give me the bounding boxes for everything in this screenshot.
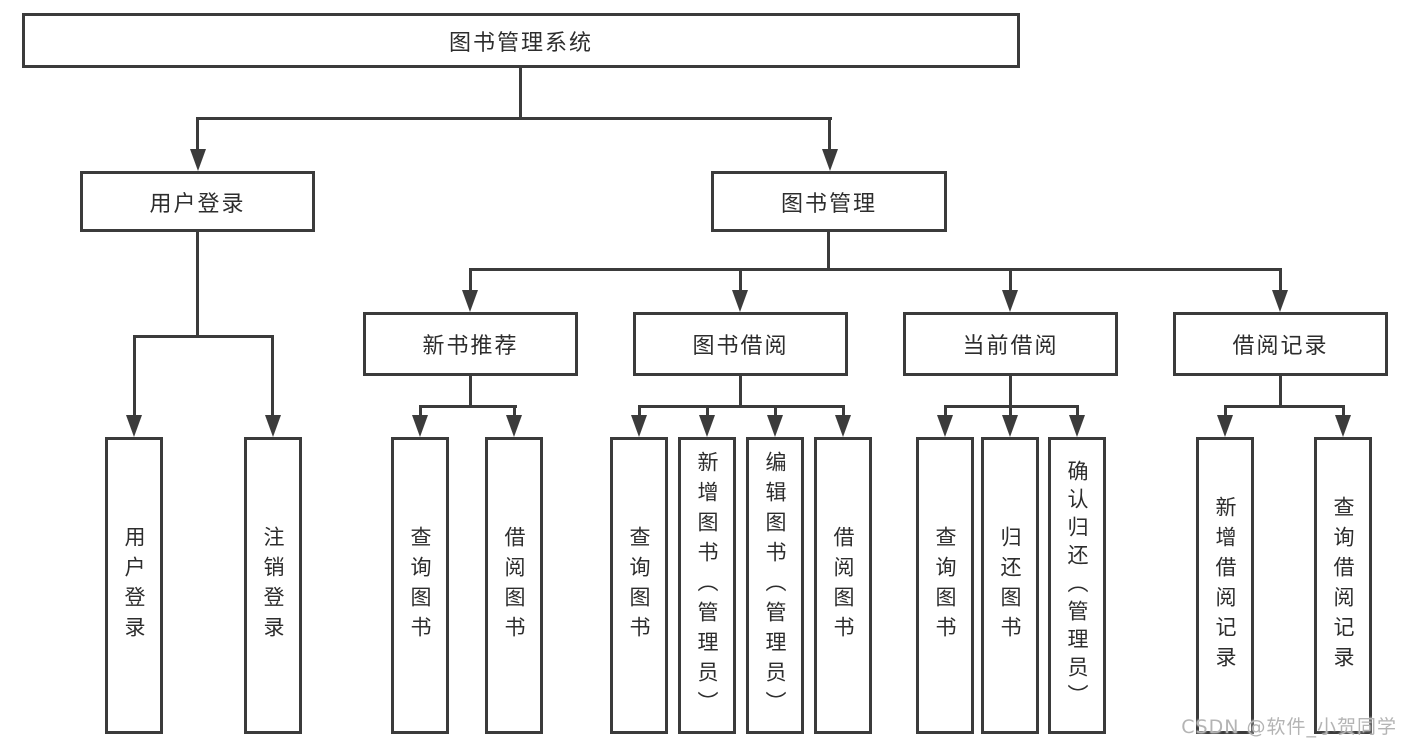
- arrow-to-login-action: [126, 415, 142, 437]
- node-return-book: 归还图书: [981, 437, 1039, 734]
- node-login-action-label: 用户登录: [122, 525, 146, 646]
- connector-root-left-drop: [196, 117, 199, 151]
- node-rec-query-books-label: 查询图书: [408, 525, 432, 646]
- node-root-system: 图书管理系统: [22, 13, 1020, 68]
- node-login-action: 用户登录: [105, 437, 163, 734]
- node-add-book-admin: 新增图书（管理员）: [678, 437, 736, 734]
- arrow-bookborrow-borrow: [835, 415, 851, 437]
- node-logout-action-label: 注销登录: [261, 525, 285, 646]
- node-query-borrow-record: 查询借阅记录: [1314, 437, 1372, 734]
- node-borrow-book-action: 借阅图书: [814, 437, 872, 734]
- node-add-book-admin-label: 新增图书（管理员）: [695, 450, 719, 721]
- node-book-borrow-label: 图书借阅: [692, 334, 789, 359]
- arrow-to-book-borrow: [732, 290, 748, 312]
- node-current-borrow: 当前借阅: [903, 312, 1118, 376]
- connector-userlogin-drop-1: [133, 335, 136, 417]
- arrow-to-borrow-record: [1272, 290, 1288, 312]
- node-borrow-record: 借阅记录: [1173, 312, 1388, 376]
- node-book-mgmt-branch-label: 图书管理: [780, 191, 877, 217]
- node-book-borrow: 图书借阅: [633, 312, 848, 376]
- node-borrow-query-books: 查询图书: [610, 437, 668, 734]
- connector-newbookrec-stem: [469, 376, 472, 408]
- connector-newbookrec-hbar: [419, 405, 517, 408]
- node-current-borrow-label: 当前借阅: [962, 334, 1059, 359]
- arrow-newbookrec-borrow: [506, 415, 522, 437]
- arrow-bookborrow-add: [699, 415, 715, 437]
- connector-bookborrow-drop-4: [842, 405, 845, 417]
- arrow-newbookrec-query: [412, 415, 428, 437]
- connector-bookborrow-drop-1: [638, 405, 641, 417]
- connector-bookborrow-stem: [739, 376, 742, 408]
- node-borrow-book-action-label: 借阅图书: [831, 525, 855, 646]
- node-confirm-return-admin-label: 确认归还（管理员）: [1065, 459, 1089, 712]
- node-borrow-query-books-label: 查询图书: [627, 525, 651, 646]
- connector-bookmgmt-drop-4: [1279, 268, 1282, 293]
- node-root-label: 图书管理系统: [448, 30, 593, 56]
- node-current-query-books: 查询图书: [916, 437, 974, 734]
- node-add-borrow-record-label: 新增借阅记录: [1213, 495, 1237, 676]
- connector-bookmgmt-drop-2: [739, 268, 742, 293]
- connector-currentborrow-stem: [1009, 376, 1012, 408]
- arrow-to-current-borrow: [1002, 290, 1018, 312]
- connector-root-hbar: [196, 117, 832, 120]
- connector-root-stem: [519, 68, 522, 118]
- csdn-watermark: CSDN @软件_小贺同学: [1181, 716, 1397, 738]
- node-confirm-return-admin: 确认归还（管理员）: [1048, 437, 1106, 734]
- connector-borrowrecord-drop-2: [1342, 405, 1345, 417]
- connector-newbookrec-drop-1: [419, 405, 422, 417]
- arrow-to-book-mgmt: [822, 149, 838, 171]
- node-borrow-record-label: 借阅记录: [1232, 334, 1329, 359]
- connector-borrowrecord-stem: [1279, 376, 1282, 408]
- node-new-book-rec: 新书推荐: [363, 312, 578, 376]
- node-book-mgmt-branch: 图书管理: [711, 171, 947, 232]
- node-rec-borrow-books: 借阅图书: [485, 437, 543, 734]
- connector-borrowrecord-hbar: [1224, 405, 1345, 408]
- node-rec-query-books: 查询图书: [391, 437, 449, 734]
- connector-bookmgmt-drop-3: [1009, 268, 1012, 293]
- node-query-borrow-record-label: 查询借阅记录: [1331, 495, 1355, 676]
- node-add-borrow-record: 新增借阅记录: [1196, 437, 1254, 734]
- node-edit-book-admin-label: 编辑图书（管理员）: [763, 450, 787, 721]
- connector-userlogin-stem: [196, 232, 199, 337]
- connector-bookborrow-drop-2: [706, 405, 709, 417]
- node-edit-book-admin: 编辑图书（管理员）: [746, 437, 804, 734]
- connector-currentborrow-drop-2: [1009, 405, 1012, 417]
- node-return-book-label: 归还图书: [998, 525, 1022, 646]
- connector-bookmgmt-drop-1: [469, 268, 472, 293]
- node-rec-borrow-books-label: 借阅图书: [502, 525, 526, 646]
- arrow-currentborrow-query: [937, 415, 953, 437]
- arrow-bookborrow-edit: [767, 415, 783, 437]
- arrow-to-user-login: [190, 149, 206, 171]
- arrow-currentborrow-return: [1002, 415, 1018, 437]
- node-user-login-branch: 用户登录: [80, 171, 315, 232]
- connector-currentborrow-drop-3: [1076, 405, 1079, 417]
- connector-bookmgmt-hbar: [469, 268, 1282, 271]
- connector-newbookrec-drop-2: [513, 405, 516, 417]
- connector-bookborrow-hbar: [638, 405, 845, 408]
- connector-userlogin-drop-2: [271, 335, 274, 417]
- node-current-query-books-label: 查询图书: [933, 525, 957, 646]
- arrow-currentborrow-confirm: [1069, 415, 1085, 437]
- connector-root-right-drop: [828, 117, 831, 151]
- arrow-bookborrow-query: [631, 415, 647, 437]
- connector-bookmgmt-stem: [827, 232, 830, 270]
- node-logout-action: 注销登录: [244, 437, 302, 734]
- connector-bookborrow-drop-3: [774, 405, 777, 417]
- node-user-login-branch-label: 用户登录: [149, 191, 246, 217]
- arrow-to-new-book-rec: [462, 290, 478, 312]
- connector-userlogin-hbar: [133, 335, 274, 338]
- node-new-book-rec-label: 新书推荐: [422, 334, 519, 359]
- arrow-borrowrecord-add: [1217, 415, 1233, 437]
- connector-borrowrecord-drop-1: [1224, 405, 1227, 417]
- arrow-borrowrecord-query: [1335, 415, 1351, 437]
- connector-currentborrow-drop-1: [944, 405, 947, 417]
- arrow-to-logout-action: [265, 415, 281, 437]
